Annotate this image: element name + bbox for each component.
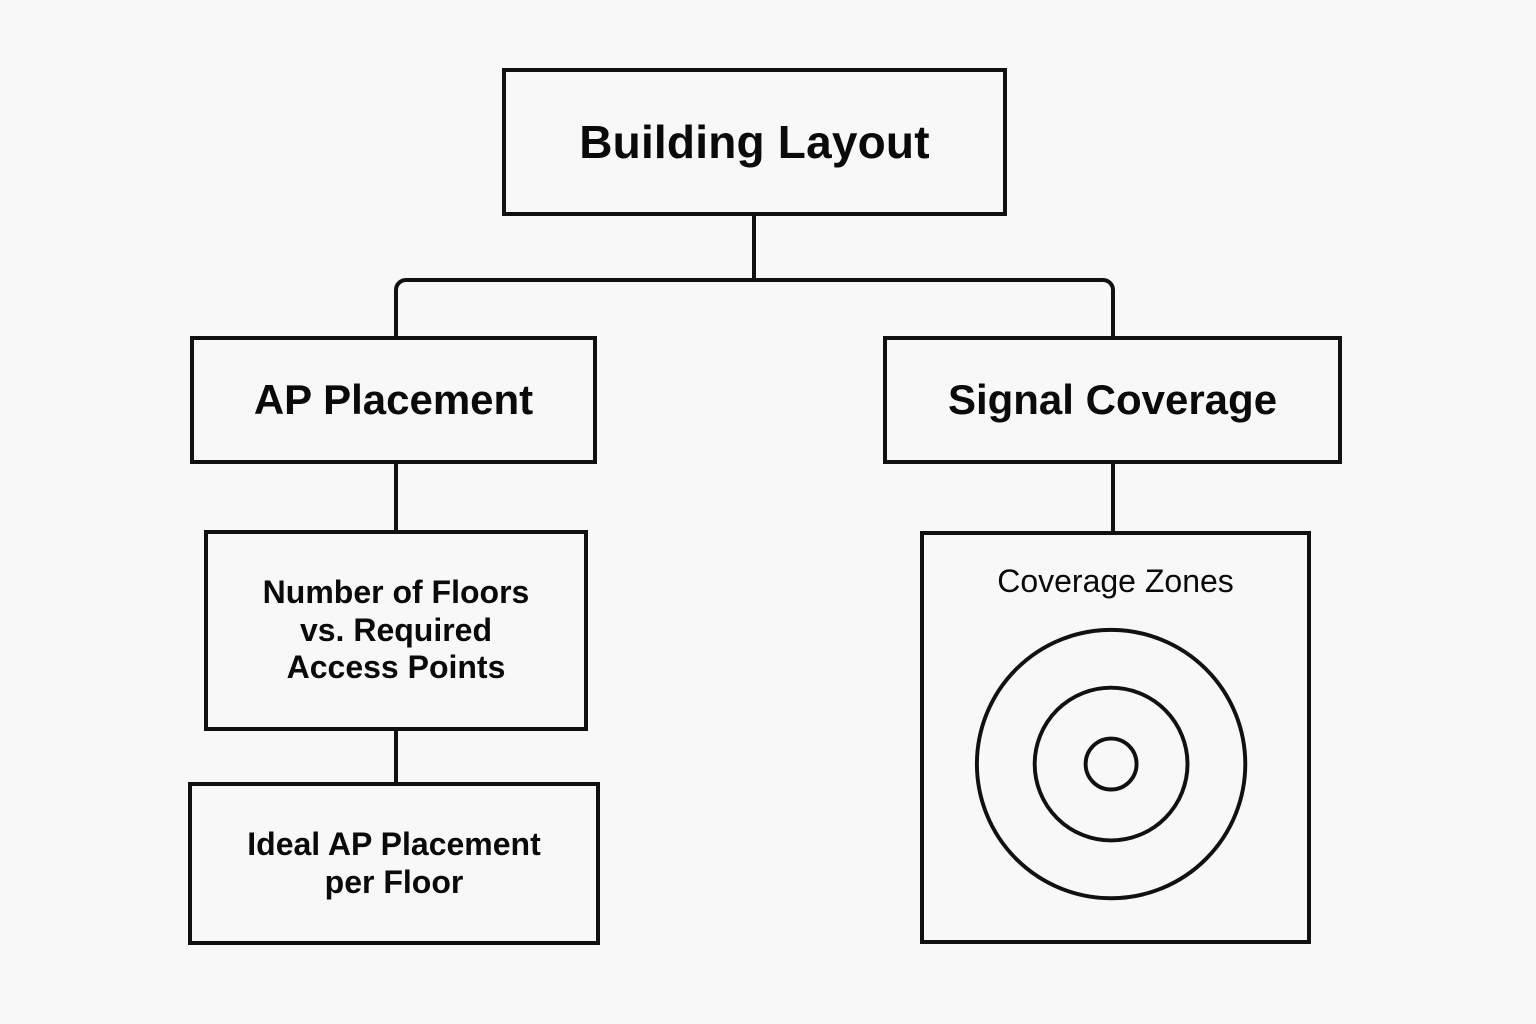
node-ideal-ap-placement[interactable]: Ideal AP Placement per Floor (188, 782, 600, 945)
edge-bus-to-signal-coverage (394, 278, 754, 336)
node-ideal-ap-placement-label: Ideal AP Placement per Floor (247, 825, 541, 900)
outer-coverage-ring (974, 627, 1248, 901)
node-ap-placement-label: AP Placement (253, 376, 534, 424)
node-ap-placement[interactable]: AP Placement (190, 336, 597, 464)
access-point-center (1083, 736, 1139, 792)
node-building-layout[interactable]: Building Layout (502, 68, 1007, 216)
node-signal-coverage-label: Signal Coverage (947, 376, 1278, 424)
node-building-layout-label: Building Layout (579, 115, 930, 168)
node-signal-coverage[interactable]: Signal Coverage (883, 336, 1342, 464)
node-floors-vs-access-points-label: Number of Floors vs. Required Access Poi… (262, 573, 530, 686)
coverage-rings-icon (974, 627, 1248, 901)
edge-bus-to-ap-placement (754, 278, 1115, 336)
node-floors-vs-access-points[interactable]: Number of Floors vs. Required Access Poi… (204, 530, 588, 731)
node-coverage-zones-label: Coverage Zones (997, 563, 1234, 599)
middle-coverage-ring (1032, 685, 1190, 843)
node-coverage-zones[interactable]: Coverage Zones (920, 531, 1311, 944)
